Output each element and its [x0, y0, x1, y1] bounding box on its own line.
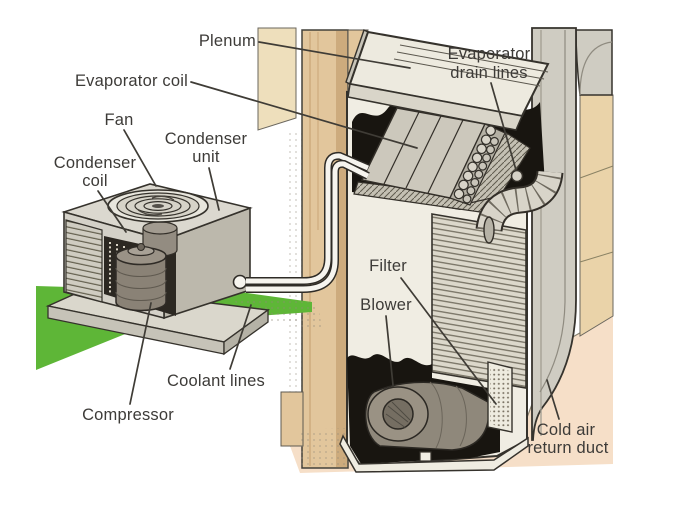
floor-rubble-hatch	[300, 428, 348, 468]
flex-elbow-duct	[475, 170, 564, 244]
label-filter: Filter	[369, 257, 407, 275]
gravel-hatch	[230, 296, 322, 330]
leader-compressor	[129, 302, 152, 405]
furnace-base	[339, 434, 529, 473]
label-cold-air-2: return duct	[527, 439, 608, 457]
label-condenser-coil-1: Condenser	[54, 154, 137, 172]
leader-blower	[385, 315, 394, 386]
label-evaporator-drain-1: Evaporator	[448, 45, 531, 63]
condenser-coil-fins	[65, 219, 103, 303]
leader-plenum	[258, 41, 411, 69]
filter-dots	[490, 366, 510, 429]
leader-condenser-coil	[97, 190, 127, 233]
cold-air-return-duct	[531, 27, 613, 441]
base-notch	[419, 451, 432, 462]
label-condenser-unit-1: Condenser	[165, 130, 248, 148]
furnace-illustration	[339, 29, 564, 473]
wall-post-shade	[336, 31, 347, 467]
leader-cold-air	[546, 379, 560, 420]
fan-illustration	[107, 189, 209, 223]
leader-coolant-lines	[229, 304, 252, 370]
coolant-line-port	[232, 274, 248, 290]
leader-fan	[123, 129, 157, 187]
drain-fitting	[510, 169, 524, 183]
leader-lines	[97, 41, 560, 420]
labels: Plenum Evaporator coil Fan Condenser uni…	[54, 32, 609, 457]
leader-evaporator-drain	[490, 82, 517, 171]
heat-exchanger-slats	[431, 213, 527, 389]
label-condenser-coil-2: coil	[82, 172, 108, 190]
blower-illustration	[364, 381, 490, 451]
leader-condenser-unit	[208, 167, 220, 211]
label-compressor: Compressor	[82, 406, 174, 424]
coolant-lines-pipes	[246, 151, 370, 293]
leader-filter	[400, 277, 497, 405]
label-evaporator-coil: Evaporator coil	[75, 72, 188, 90]
label-fan: Fan	[104, 111, 133, 129]
plenum-illustration	[345, 29, 550, 131]
label-blower: Blower	[360, 296, 412, 314]
right-wall	[579, 94, 614, 337]
condenser-unit-illustration	[61, 183, 253, 320]
label-cold-air-1: Cold air	[537, 421, 596, 439]
wall-bottom-board	[280, 391, 304, 447]
label-condenser-unit-2: unit	[192, 148, 220, 166]
label-coolant-lines: Coolant lines	[167, 372, 265, 390]
label-evaporator-drain-2: drain lines	[450, 64, 527, 82]
leader-evaporator-coil	[190, 81, 418, 149]
label-plenum: Plenum	[199, 32, 256, 50]
evaporator-coil-illustration	[353, 107, 531, 215]
compressor-illustration	[115, 243, 167, 312]
